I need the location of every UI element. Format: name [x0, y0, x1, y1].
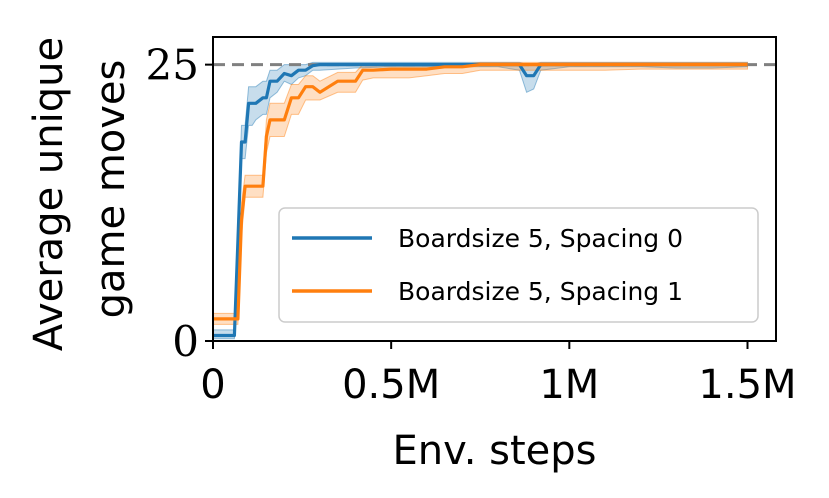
- y-axis-ticks: 0 25: [146, 41, 213, 366]
- legend-label-series-1: Boardsize 5, Spacing 1: [398, 277, 683, 306]
- y-tick-label-0: 0: [172, 317, 199, 366]
- x-tick-label-2: 1M: [539, 362, 599, 408]
- series-lines: [213, 62, 748, 338]
- y-axis-label-line-1: Average unique: [26, 37, 72, 351]
- x-axis-ticks: 0 0.5M 1M 1.5M: [200, 341, 797, 408]
- x-axis-label: Env. steps: [393, 428, 597, 474]
- series-line-1: [213, 62, 748, 321]
- plot-frame: [212, 36, 777, 342]
- confidence-band-series-1: [212, 61, 748, 325]
- legend-label-series-0: Boardsize 5, Spacing 0: [398, 224, 683, 253]
- legend-box: [278, 207, 759, 323]
- x-tick-label-1: 0.5M: [342, 362, 440, 408]
- y-tick-label-1: 25: [146, 41, 199, 90]
- x-tick-label-0: 0: [200, 362, 225, 408]
- y-axis-label-line-2: game moves: [88, 60, 134, 319]
- x-tick-label-3: 1.5M: [698, 362, 796, 408]
- legend: Boardsize 5, Spacing 0 Boardsize 5, Spac…: [278, 207, 759, 323]
